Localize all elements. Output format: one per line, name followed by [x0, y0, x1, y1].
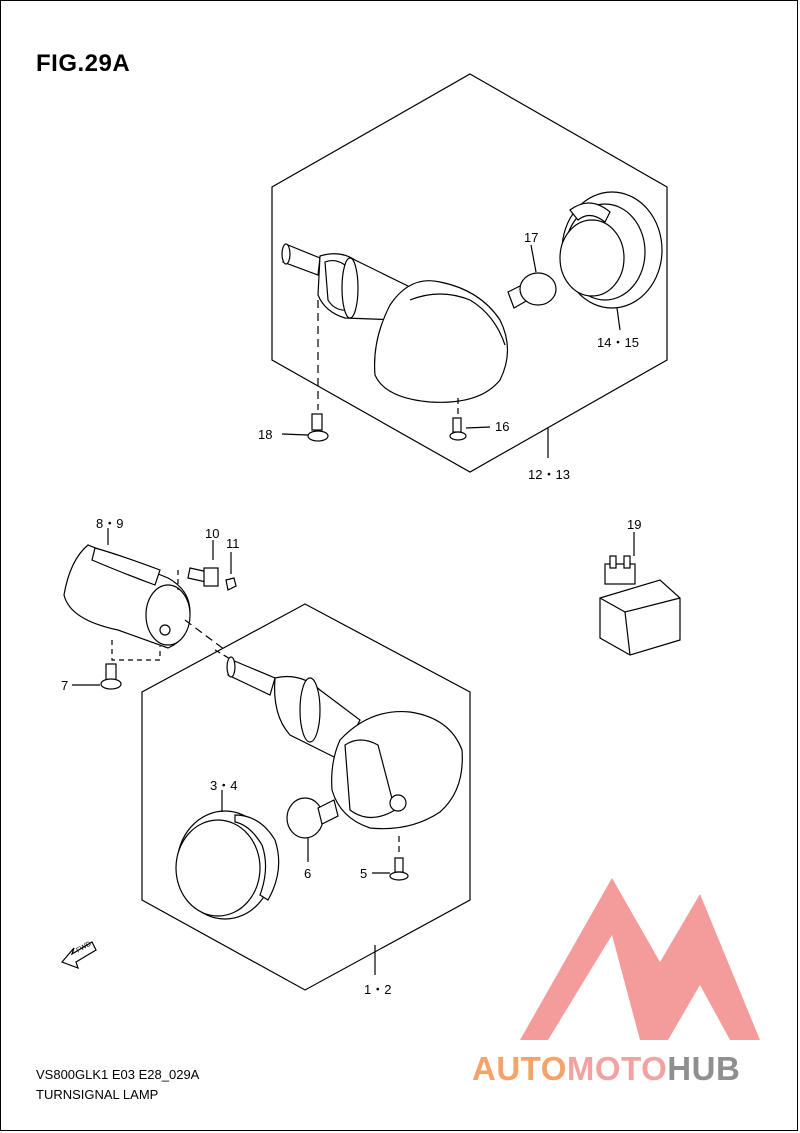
upper-lens-14-15	[559, 191, 663, 331]
bolt-10-nut-11	[177, 540, 237, 591]
upper-lamp-body	[281, 243, 509, 403]
bracket-8-9	[63, 528, 226, 651]
part-label-7: 7	[61, 678, 69, 693]
part-label-10: 10	[205, 526, 220, 541]
upper-screws	[281, 300, 549, 458]
relay-19	[599, 532, 681, 656]
part-label-12-13: 12・13	[528, 467, 570, 482]
watermark-text: AUTOMOTOHUB	[472, 1050, 740, 1088]
watermark-moto: MOTO	[566, 1050, 668, 1087]
figure-title: FIG.29A	[36, 50, 131, 77]
part-label-19: 19	[627, 517, 642, 532]
lower-lens-3-4	[175, 790, 280, 920]
model-code: VS800GLK1 E03 E28_029A	[36, 1067, 200, 1082]
watermark-auto: AUTO	[472, 1050, 567, 1087]
forward-arrow-icon	[60, 941, 97, 970]
upper-assembly-outline	[271, 73, 668, 473]
part-label-14-15: 14・15	[597, 335, 639, 350]
part-label-1-2: 1・2	[364, 982, 392, 997]
part-label-5: 5	[360, 866, 368, 881]
lower-assembly-outline	[141, 603, 471, 991]
part-label-16: 16	[495, 419, 510, 434]
lower-bulb-6	[286, 797, 339, 862]
part-label-17: 17	[524, 230, 539, 245]
watermark-hub: HUB	[667, 1050, 741, 1087]
part-label-11: 11	[226, 536, 240, 551]
screw-5	[372, 836, 409, 975]
lower-lamp-body	[214, 649, 463, 830]
automotohub-logo-icon	[520, 878, 760, 1040]
part-label-3-4: 3・4	[210, 778, 238, 793]
part-label-8-9: 8・9	[96, 516, 124, 531]
part-label-18: 18	[258, 427, 273, 442]
upper-bulb-17	[507, 244, 557, 309]
diagram-name: TURNSIGNAL LAMP	[36, 1087, 159, 1102]
screw-7	[72, 640, 161, 690]
part-label-6: 6	[304, 866, 312, 881]
